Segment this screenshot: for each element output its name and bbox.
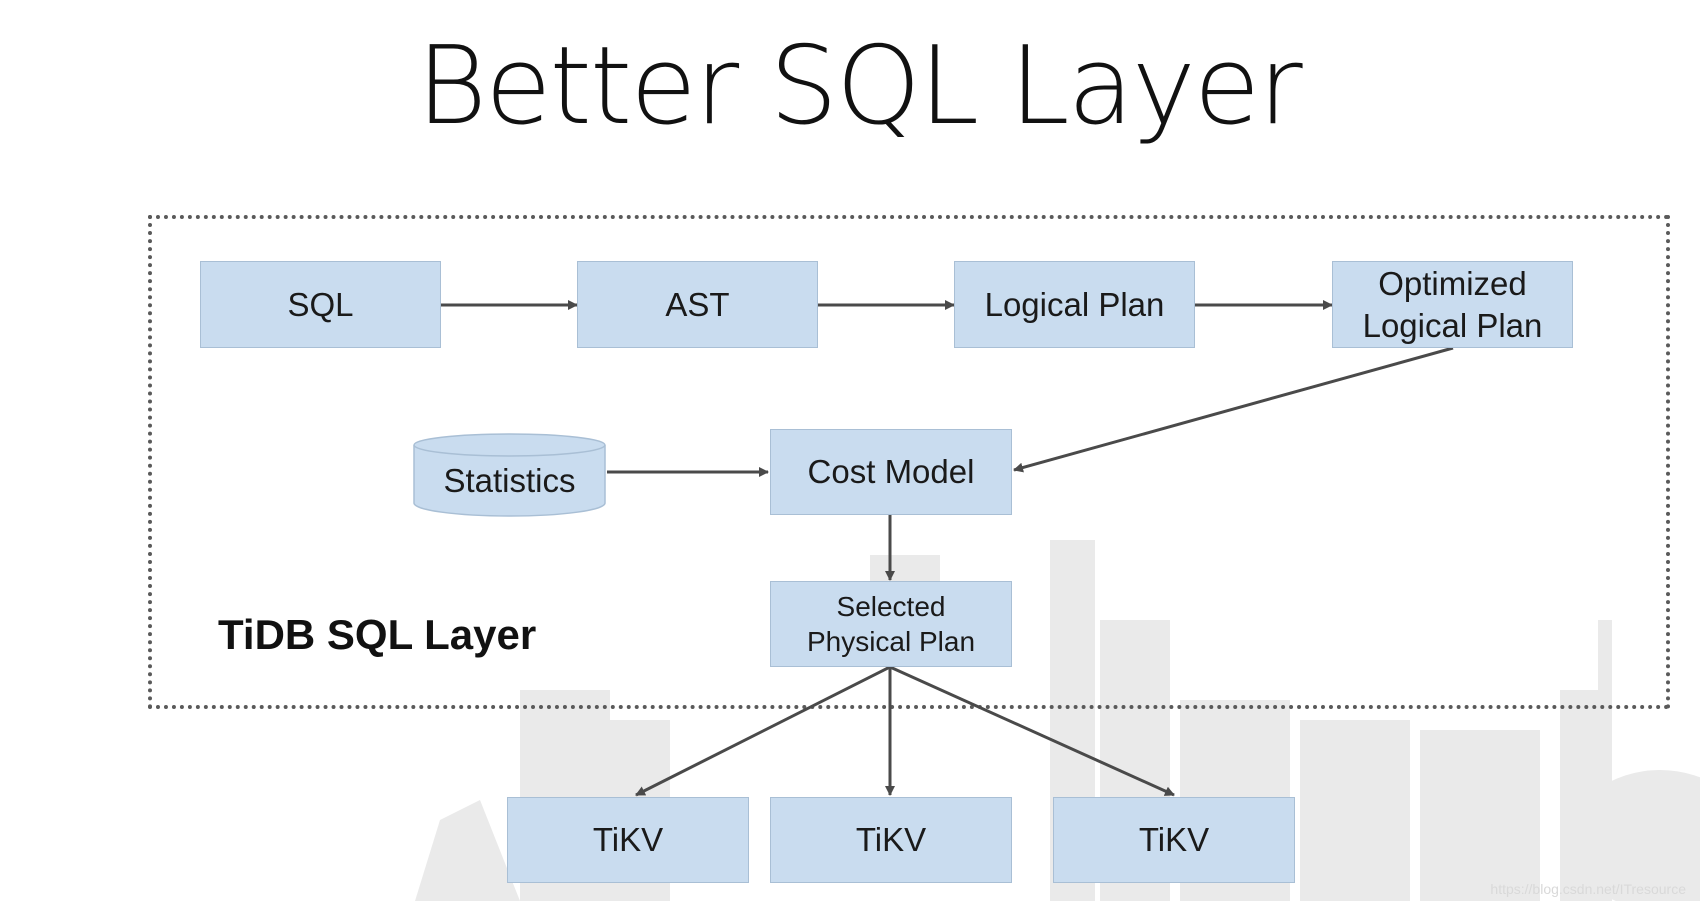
node-tikv-2-label: TiKV (856, 819, 926, 860)
node-sql: SQL (200, 261, 441, 348)
node-selected-line-2: Physical Plan (807, 624, 975, 659)
watermark-text: https://blog.csdn.net/ITresource (1490, 881, 1686, 897)
node-tikv-1-label: TiKV (593, 819, 663, 860)
node-statistics-label: Statistics (412, 462, 607, 500)
edge-selected-to-tikv-1 (636, 667, 890, 795)
node-optimized-line-1: Optimized (1378, 263, 1527, 304)
edge-selected-to-tikv-3 (890, 667, 1174, 795)
node-tikv-3-label: TiKV (1139, 819, 1209, 860)
node-optimized-line-2: Logical Plan (1363, 305, 1543, 346)
node-sql-label: SQL (287, 284, 353, 325)
node-logical-plan-label: Logical Plan (985, 284, 1165, 325)
node-ast: AST (577, 261, 818, 348)
node-ast-label: AST (665, 284, 729, 325)
node-tikv-3: TiKV (1053, 797, 1295, 883)
node-statistics: Statistics (412, 432, 607, 518)
edge-optimized-to-cost-model (1014, 348, 1453, 470)
node-selected-physical-plan: Selected Physical Plan (770, 581, 1012, 667)
node-tikv-1: TiKV (507, 797, 749, 883)
node-selected-line-1: Selected (837, 589, 946, 624)
node-tikv-2: TiKV (770, 797, 1012, 883)
node-cost-model: Cost Model (770, 429, 1012, 515)
node-cost-model-label: Cost Model (808, 451, 975, 492)
node-optimized-logical-plan: Optimized Logical Plan (1332, 261, 1573, 348)
node-logical-plan: Logical Plan (954, 261, 1195, 348)
